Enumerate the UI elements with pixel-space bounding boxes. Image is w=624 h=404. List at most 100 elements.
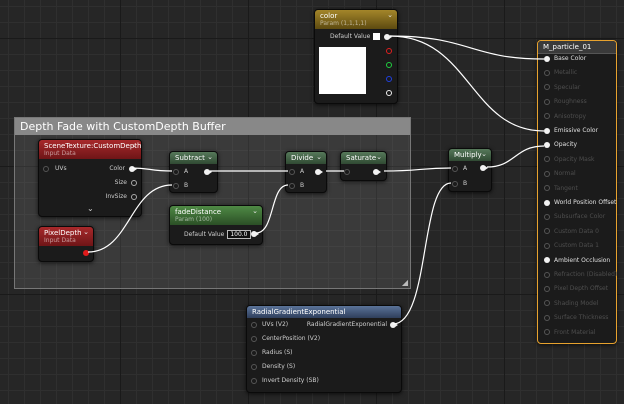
material-pin-anisotropy[interactable]: Anisotropy [544, 113, 586, 120]
multiply-output-pin[interactable] [480, 165, 488, 171]
material-input-pin[interactable] [544, 228, 550, 235]
material-pin-emissive-color[interactable]: Emissive Color [544, 127, 598, 134]
chevron-down-icon[interactable]: ⌄ [376, 153, 382, 161]
material-input-pin[interactable] [544, 271, 550, 278]
multiply-header[interactable]: Multiply ⌄ [449, 149, 491, 161]
material-input-pin[interactable] [544, 55, 550, 62]
chevron-down-icon[interactable]: ⌄ [481, 150, 487, 158]
material-input-pin[interactable] [544, 113, 550, 120]
color-param-header[interactable]: color Param (1,1,1,1) ⌄ [315, 10, 397, 29]
divide-a-pin[interactable] [289, 168, 295, 175]
material-pin-opacity-mask[interactable]: Opacity Mask [544, 156, 594, 163]
material-input-pin[interactable] [544, 314, 550, 321]
material-pin-base-color[interactable]: Base Color [544, 55, 586, 62]
multiply-node[interactable]: Multiply ⌄ A B [448, 148, 492, 192]
material-input-pin[interactable] [544, 84, 550, 91]
color-rgba-output-pin[interactable] [384, 34, 392, 40]
fade-distance-output-pin[interactable] [251, 231, 259, 237]
material-input-pin[interactable] [544, 185, 550, 192]
radial-gradient-node[interactable]: RadialGradientExponential UVs (V2) Cente… [246, 305, 402, 393]
material-input-pin[interactable] [544, 127, 550, 134]
material-input-pin[interactable] [544, 329, 550, 336]
color-b-output-pin[interactable] [386, 76, 392, 82]
material-pin-custom-data-0[interactable]: Custom Data 0 [544, 228, 599, 235]
material-input-pin[interactable] [544, 156, 550, 163]
saturate-node[interactable]: Saturate ⌄ [340, 151, 387, 181]
material-input-pin[interactable] [544, 213, 550, 220]
divide-output-pin[interactable] [315, 169, 323, 175]
chevron-down-icon[interactable]: ⌄ [83, 228, 89, 236]
radial-gradient-header[interactable]: RadialGradientExponential [247, 306, 401, 318]
fade-distance-header[interactable]: fadeDistance Param (100) ⌄ [170, 206, 262, 225]
gradient-invert-pin[interactable] [251, 377, 257, 384]
material-pin-shading-model[interactable]: Shading Model [544, 300, 598, 307]
gradient-center-pin[interactable] [251, 335, 257, 342]
material-pin-specular[interactable]: Specular [544, 84, 580, 91]
gradient-uvs-pin[interactable] [251, 321, 257, 328]
gradient-radius-pin[interactable] [251, 349, 257, 356]
color-a-output-pin[interactable] [386, 90, 392, 96]
color-r-output-pin[interactable] [386, 48, 392, 54]
material-input-pin[interactable] [544, 285, 550, 292]
expand-icon[interactable]: ⌄ [87, 204, 94, 213]
color-param-node[interactable]: color Param (1,1,1,1) ⌄ Default Value [314, 9, 398, 104]
material-input-pin[interactable] [544, 170, 550, 177]
chevron-down-icon[interactable]: ⌄ [316, 153, 322, 161]
saturate-output-pin[interactable] [373, 169, 381, 175]
material-input-pin[interactable] [544, 141, 550, 148]
material-input-pin[interactable] [544, 98, 550, 105]
material-pin-roughness[interactable]: Roughness [544, 98, 587, 105]
color-g-output-pin[interactable] [386, 62, 392, 68]
subtract-node[interactable]: Subtract ⌄ A B [169, 151, 218, 193]
size-output-pin[interactable] [131, 179, 137, 186]
chevron-down-icon[interactable]: ⌄ [207, 153, 213, 161]
material-pin-world-position-offset[interactable]: World Position Offset [544, 199, 616, 206]
color-swatch[interactable] [373, 33, 381, 40]
material-pin-normal[interactable]: Normal [544, 170, 576, 177]
material-pin-surface-thickness[interactable]: Surface Thickness [544, 314, 608, 321]
material-pin-custom-data-1[interactable]: Custom Data 1 [544, 242, 599, 249]
invsize-output-pin[interactable] [131, 193, 137, 200]
material-pin-pixel-depth-offset[interactable]: Pixel Depth Offset [544, 285, 608, 292]
color-output-pin[interactable] [129, 165, 137, 172]
chevron-down-icon[interactable]: ⌄ [252, 207, 258, 215]
material-pin-front-material[interactable]: Front Material [544, 329, 595, 336]
material-input-pin[interactable] [544, 69, 550, 76]
multiply-b-pin[interactable] [452, 180, 458, 187]
subtract-output-pin[interactable] [204, 169, 212, 175]
comment-title[interactable]: Depth Fade with CustomDepth Buffer [15, 118, 410, 135]
subtract-header[interactable]: Subtract ⌄ [170, 152, 217, 164]
material-input-pin[interactable] [544, 199, 550, 206]
pixel-depth-node[interactable]: PixelDepth Input Data ⌄ [38, 226, 94, 262]
material-pin-opacity[interactable]: Opacity [544, 141, 577, 148]
material-header[interactable]: M_particle_01 [538, 41, 616, 54]
chevron-down-icon[interactable]: ⌄ [387, 11, 393, 19]
subtract-b-pin[interactable] [173, 182, 179, 189]
chevron-down-icon[interactable]: ⌄ [131, 141, 137, 149]
divide-header[interactable]: Divide ⌄ [286, 152, 326, 164]
material-pin-tangent[interactable]: Tangent [544, 185, 578, 192]
saturate-header[interactable]: Saturate ⌄ [341, 152, 386, 164]
multiply-a-pin[interactable] [452, 165, 458, 172]
material-pin-subsurface-color[interactable]: Subsurface Color [544, 213, 605, 220]
material-input-pin[interactable] [544, 300, 550, 307]
fade-distance-value-field[interactable]: 100.0 [227, 230, 251, 239]
material-input-pin[interactable] [544, 242, 550, 249]
saturate-input-pin[interactable] [344, 169, 350, 175]
gradient-output-pin[interactable] [390, 321, 398, 328]
uvs-pin[interactable] [43, 165, 49, 172]
scene-texture-header[interactable]: SceneTexture:CustomDepth Input Data ⌄ [39, 140, 141, 159]
divide-node[interactable]: Divide ⌄ A B [285, 151, 327, 193]
gradient-density-pin[interactable] [251, 363, 257, 370]
material-pin-metallic[interactable]: Metallic [544, 69, 577, 76]
resize-handle-icon[interactable]: ◢ [401, 278, 408, 287]
divide-b-pin[interactable] [289, 182, 295, 189]
material-pin-ambient-occlusion[interactable]: Ambient Occlusion [544, 257, 610, 264]
subtract-a-pin[interactable] [173, 168, 179, 175]
pixel-depth-header[interactable]: PixelDepth Input Data ⌄ [39, 227, 93, 246]
fade-distance-node[interactable]: fadeDistance Param (100) ⌄ Default Value… [169, 205, 263, 245]
material-pin-refraction-disabled[interactable]: Refraction (Disabled) [544, 271, 617, 278]
pixel-depth-output-pin[interactable] [83, 250, 89, 256]
scene-texture-node[interactable]: SceneTexture:CustomDepth Input Data ⌄ UV… [38, 139, 142, 217]
